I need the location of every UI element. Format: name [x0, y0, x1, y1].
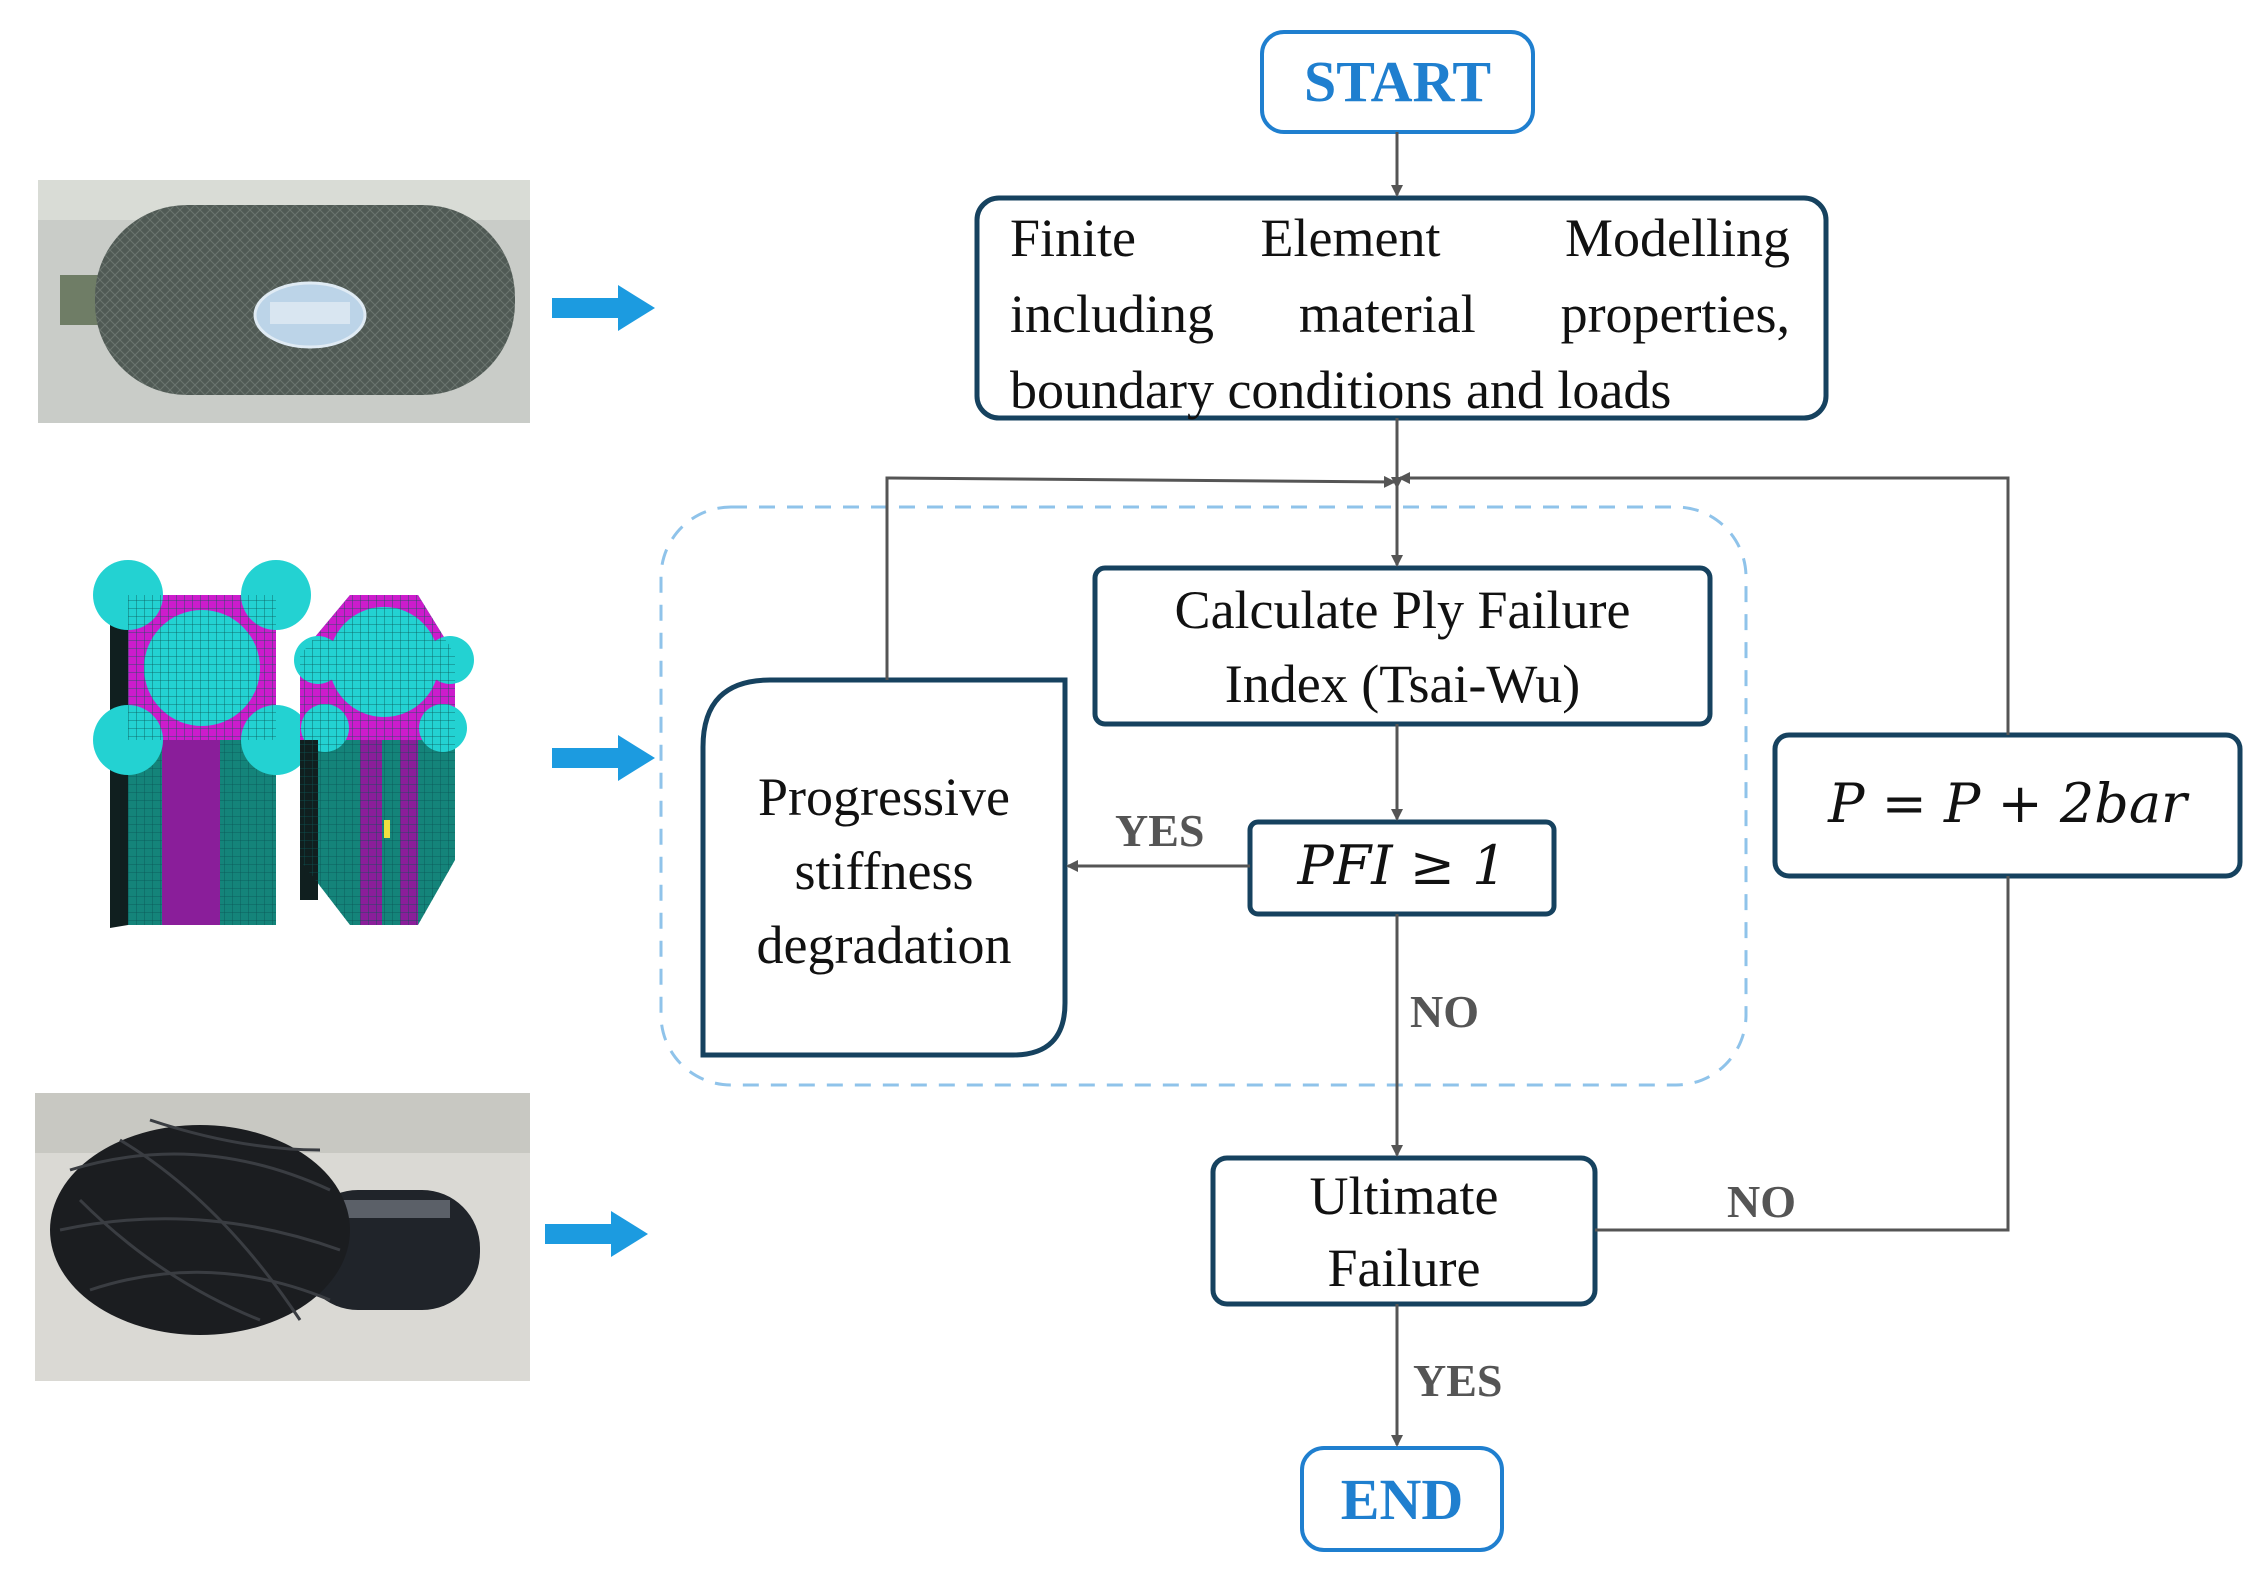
fem-line-1-text: Finite Element Modelling — [1010, 200, 1790, 276]
pfi-check-box — [1247, 819, 1557, 917]
arrow-ultimate-no-to-pressure — [1595, 876, 2010, 1232]
fem-line-2-text-word-0: including — [1010, 284, 1214, 344]
ply-failure-box — [1092, 565, 1713, 727]
edge-label-pfi-yes: YES — [1115, 805, 1205, 856]
dashed-failure-loop-region — [659, 505, 1748, 1087]
fem-line-2-text: including material properties, — [1010, 276, 1790, 352]
end-box — [1300, 1446, 1504, 1552]
degradation-line-2: stiffness — [794, 841, 974, 901]
pressure-step-label: P = P + 2bar — [1828, 772, 2187, 835]
start-label: START — [1303, 49, 1492, 114]
fem-line-2-text-word-2: properties, — [1560, 284, 1790, 344]
side-arrow-3 — [545, 1211, 648, 1257]
degradation-line-1: Progressive — [758, 767, 1010, 827]
fem-line-1-text-word-2: Modelling — [1564, 208, 1790, 268]
ply-failure-line-2: Index (Tsai-Wu) — [1224, 654, 1581, 714]
ultimate-line-2: Failure — [1327, 1238, 1481, 1298]
ply-failure-label: Calculate Ply Failure Index (Tsai-Wu) — [1095, 573, 1710, 721]
ultimate-line-1: Ultimate — [1309, 1166, 1499, 1226]
ply-failure-line-1: Calculate Ply Failure — [1174, 580, 1631, 640]
fem-line-1-text-word-1: Element — [1260, 208, 1441, 268]
ultimate-label: Ultimate Failure — [1213, 1160, 1595, 1304]
edge-label-pfi-no: NO — [1410, 986, 1479, 1037]
side-arrow-2 — [552, 735, 655, 781]
composite-pressure-vessel-photo — [38, 180, 530, 423]
fem-line-1: Finite Element Modelling — [1010, 200, 1790, 276]
fem-box — [974, 195, 1829, 421]
finite-element-unit-cell-meshes — [93, 560, 474, 928]
fem-label: Finite Element Modelling including material… — [1010, 200, 1790, 428]
end-label: END — [1340, 1467, 1464, 1532]
pfi-check-label: PFI ≥ 1 — [1297, 834, 1507, 897]
degradation-label: Progressive stiffness degradation — [703, 760, 1065, 982]
arrow-degradation-back-to-loop — [885, 475, 1396, 680]
fem-line-2: including material properties, — [1010, 276, 1790, 352]
edge-label-ultimate-no: NO — [1727, 1176, 1796, 1227]
fem-line-3-text: boundary conditions and loads — [1010, 360, 1672, 420]
fem-line-2-text-word-1: material — [1298, 284, 1476, 344]
edge-label-ultimate-yes: YES — [1413, 1355, 1503, 1406]
fem-line-3: boundary conditions and loads — [1010, 352, 1790, 428]
arrow-pressure-back-to-loop — [1398, 472, 2010, 735]
side-arrow-1 — [552, 285, 655, 331]
degradation-box — [700, 677, 1068, 1058]
degradation-line-3: degradation — [756, 915, 1012, 975]
fem-line-1-text-word-0: Finite — [1010, 208, 1137, 268]
burst-vessel-photo — [35, 1093, 530, 1381]
